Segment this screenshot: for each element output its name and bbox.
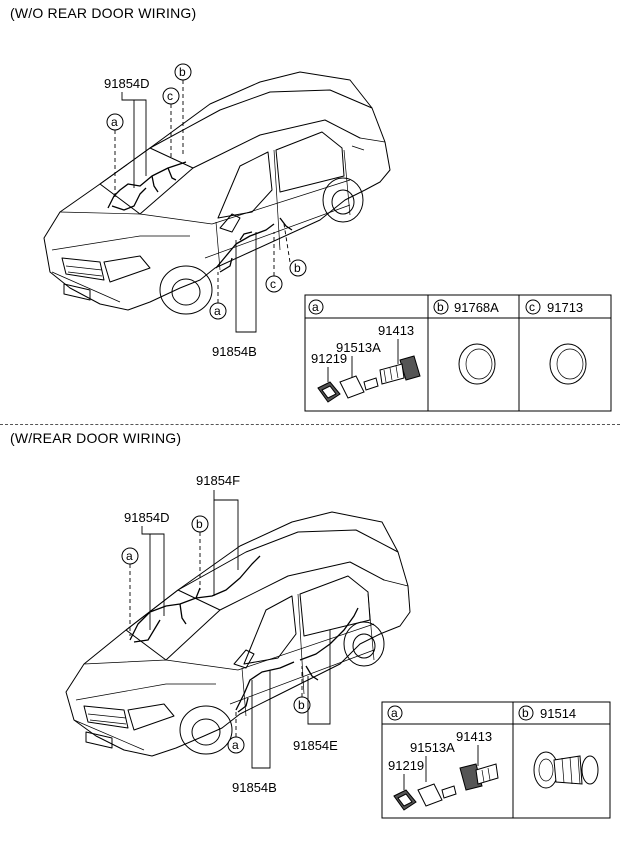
svg-text:91513A: 91513A xyxy=(336,340,381,355)
svg-text:91413: 91413 xyxy=(378,323,414,338)
wiring-harness-top xyxy=(107,161,293,273)
svg-text:b: b xyxy=(294,261,301,275)
svg-text:a: a xyxy=(111,115,118,129)
svg-text:91713: 91713 xyxy=(547,300,583,315)
svg-text:b: b xyxy=(437,300,444,314)
svg-text:91514: 91514 xyxy=(540,706,576,721)
callouts-top: 91854D a b c b c a 91854B xyxy=(104,63,307,359)
callouts-bottom: 91854F 91854D b a b 91854E a 91854B xyxy=(121,473,338,795)
callout-91854d-bottom: 91854D xyxy=(124,510,170,525)
section-divider xyxy=(0,424,620,425)
svg-text:c: c xyxy=(529,300,535,314)
svg-text:b: b xyxy=(298,698,305,712)
car-bottom xyxy=(65,511,411,757)
parts-table-bottom: a b 91514 91219 91513A 91413 xyxy=(381,701,611,819)
svg-text:91413: 91413 xyxy=(456,729,492,744)
svg-text:91219: 91219 xyxy=(311,351,347,366)
parts-table-top: a b 91768A c 91713 91219 91513A 91413 xyxy=(304,294,612,412)
svg-text:a: a xyxy=(312,300,319,314)
svg-text:a: a xyxy=(391,706,398,720)
callout-91854e-bottom: 91854E xyxy=(293,738,338,753)
svg-text:b: b xyxy=(179,65,186,79)
section-heading-bottom: (W/REAR DOOR WIRING) xyxy=(10,430,182,446)
car-top xyxy=(43,71,391,315)
svg-text:91513A: 91513A xyxy=(410,740,455,755)
callout-91854d-top: 91854D xyxy=(104,76,150,91)
svg-text:a: a xyxy=(232,738,239,752)
wiring-harness-bottom xyxy=(129,555,359,713)
svg-text:c: c xyxy=(167,89,173,103)
svg-text:b: b xyxy=(522,706,529,720)
callout-91854f-bottom: 91854F xyxy=(196,473,240,488)
callout-91854b-top: 91854B xyxy=(212,344,257,359)
svg-text:a: a xyxy=(214,304,221,318)
svg-text:c: c xyxy=(270,277,276,291)
svg-text:91219: 91219 xyxy=(388,758,424,773)
section-heading-top: (W/O REAR DOOR WIRING) xyxy=(10,5,197,21)
svg-text:b: b xyxy=(196,517,203,531)
svg-text:a: a xyxy=(126,549,133,563)
svg-text:91768A: 91768A xyxy=(454,300,499,315)
callout-91854b-bottom: 91854B xyxy=(232,780,277,795)
